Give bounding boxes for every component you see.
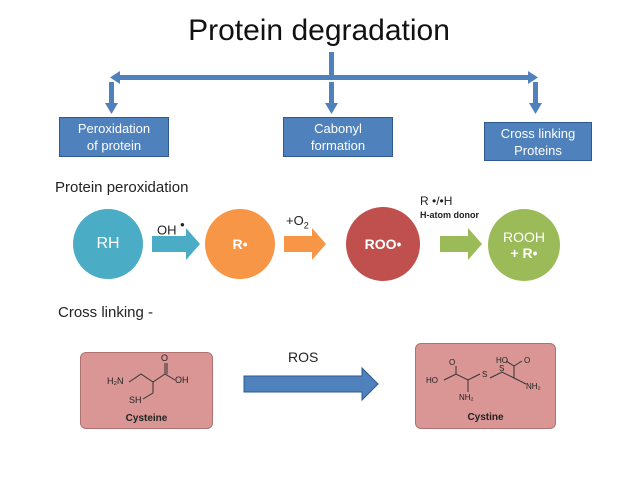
donor-formula: R •/•H: [420, 194, 453, 208]
horizontal-bar: [118, 75, 530, 80]
ros-label: ROS: [288, 349, 319, 365]
donor-label: H-atom donor: [420, 210, 479, 220]
crosslinking-heading: Cross linking -: [58, 304, 154, 321]
cysteine-box: O H₂N OH SH Cysteine: [80, 352, 213, 429]
r-radical-circle: R•: [205, 209, 275, 279]
ros-arrow: [243, 366, 379, 402]
oh-label: OH •: [157, 217, 185, 238]
cystine-label: Cystine: [467, 412, 504, 423]
rh-circle: RH: [73, 209, 143, 279]
roo-circle: ROO•: [346, 207, 420, 281]
page-title: Protein degradation: [188, 14, 450, 47]
drop-left: [109, 82, 114, 104]
drop-right: [533, 82, 538, 104]
cysteine-label: Cysteine: [125, 413, 168, 424]
arrow-rh-to-r: [152, 228, 200, 260]
peroxidation-heading: Protein peroxidation: [55, 179, 189, 196]
right-arrowhead: [528, 71, 538, 84]
cystine-structure-icon: [443, 360, 527, 392]
stem-bar: [329, 52, 334, 77]
o2-label: +O2: [286, 213, 309, 231]
cystine-box: HO O O HO S S NH₂ NH₂ Cystine: [415, 343, 556, 429]
arrow-r-to-roo: [284, 228, 326, 260]
cysteine-structure-icon: [128, 363, 176, 400]
left-arrowhead: [110, 71, 120, 84]
arrow-roo-to-rooh: [440, 228, 482, 260]
drop-middle: [329, 82, 334, 104]
rooh-circle: ROOH+ R•: [488, 209, 560, 281]
